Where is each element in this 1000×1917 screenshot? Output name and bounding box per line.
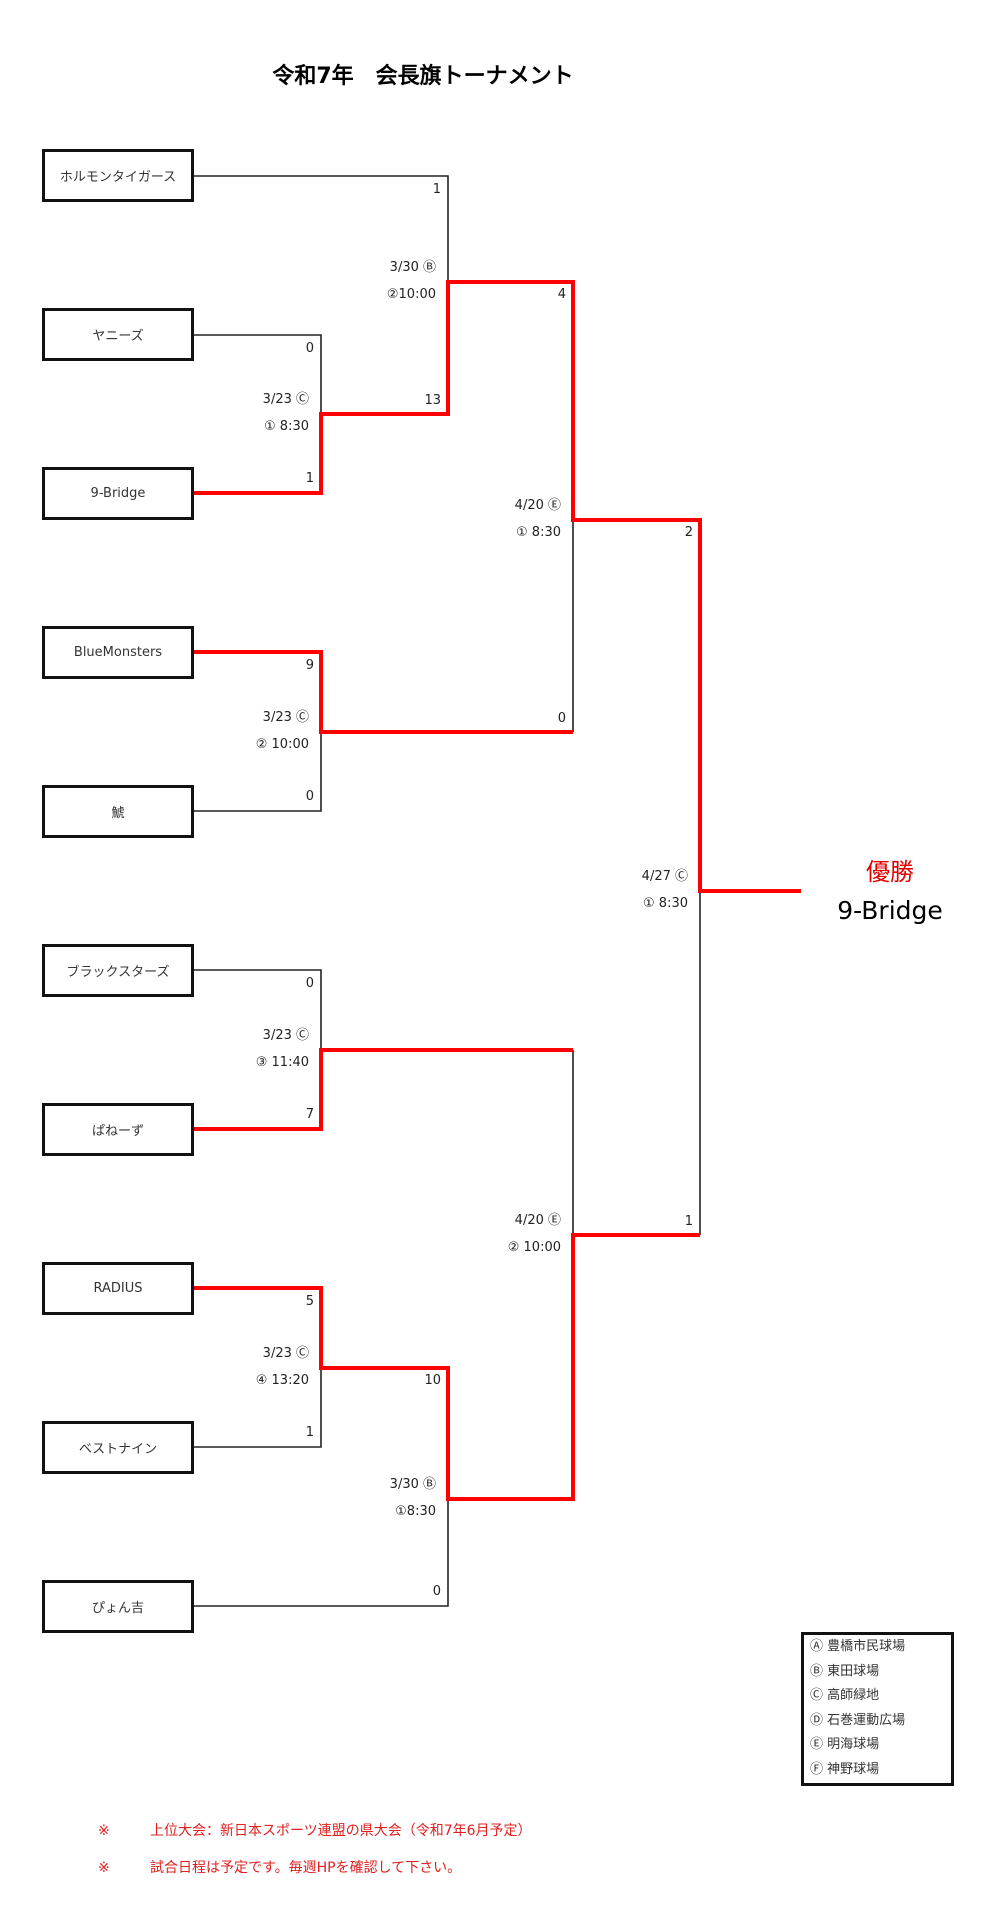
score: 9 <box>305 658 314 673</box>
score: 1 <box>432 182 441 197</box>
team-box: 鯱 <box>42 785 194 838</box>
match-date: 3/23 Ⓒ <box>262 1028 309 1043</box>
score: 0 <box>305 789 314 804</box>
match-date: 3/30 Ⓑ <box>389 260 436 275</box>
bracket-line <box>194 175 449 282</box>
note-mark: ※ <box>98 1860 110 1876</box>
note-mark: ※ <box>98 1823 110 1839</box>
team-name: ホルモンタイガース <box>59 170 177 185</box>
match-time: ①8:30 <box>395 1504 436 1519</box>
match-time: ③ 11:40 <box>255 1055 309 1070</box>
score: 1 <box>305 1425 314 1440</box>
champion-label: 優勝 <box>866 858 914 886</box>
match-time: ②10:00 <box>386 287 436 302</box>
team-name: 鯱 <box>111 806 125 821</box>
venue-item: Ⓔ 明海球場 <box>810 1737 880 1753</box>
winner-path <box>194 1048 573 1131</box>
team-box: ぴょん吉 <box>42 1580 194 1633</box>
score: 1 <box>684 1214 693 1229</box>
team-box: ヤニーズ <box>42 308 194 361</box>
score: 0 <box>305 976 314 991</box>
match-time: ① 8:30 <box>516 525 561 540</box>
match-date: 3/23 Ⓒ <box>262 710 309 725</box>
team-box: 9-Bridge <box>42 467 194 520</box>
note-text: 上位大会：新日本スポーツ連盟の県大会（令和7年6月予定） <box>150 1823 532 1839</box>
match-time: ① 8:30 <box>643 896 688 911</box>
team-name: ブラックスターズ <box>66 965 170 980</box>
score: 0 <box>432 1584 441 1599</box>
score: 10 <box>424 1373 441 1388</box>
winner-path <box>194 1233 700 1501</box>
bracket-line <box>194 334 322 414</box>
team-name: ぴょん吉 <box>91 1601 144 1616</box>
winner-path <box>194 650 573 734</box>
note-text: 試合日程は予定です。毎週HPを確認して下さい。 <box>150 1860 462 1876</box>
page-title: 令和7年 会長旗トーナメント <box>272 64 574 89</box>
team-name: ヤニーズ <box>92 329 144 344</box>
team-box: ぱねーず <box>42 1103 194 1156</box>
team-box: ホルモンタイガース <box>42 149 194 202</box>
match-date: 3/30 Ⓑ <box>389 1477 436 1492</box>
match-date: 4/20 Ⓔ <box>514 498 561 513</box>
bracket-line <box>194 969 322 1050</box>
winner-path <box>194 280 801 893</box>
score: 5 <box>305 1294 314 1309</box>
bracket-winner-lines <box>194 280 801 1501</box>
bracket-line <box>194 1499 449 1607</box>
venue-item: Ⓓ 石巻運動広場 <box>810 1712 906 1728</box>
note: ※ 試合日程は予定です。毎週HPを確認して下さい。 <box>98 1857 461 1877</box>
match-date: 3/23 Ⓒ <box>262 1346 309 1361</box>
match-time: ② 10:00 <box>507 1240 561 1255</box>
team-box: RADIUS <box>42 1262 194 1315</box>
venue-item: Ⓕ 神野球場 <box>810 1761 880 1777</box>
team-name: ベストナイン <box>78 1442 158 1457</box>
venue-item: Ⓒ 高師緑地 <box>810 1688 880 1704</box>
bracket-line <box>194 732 322 812</box>
score: 2 <box>684 525 693 540</box>
bracket-line <box>194 1368 322 1448</box>
score: 1 <box>305 471 314 486</box>
team-box: ベストナイン <box>42 1421 194 1474</box>
champion-team: 9-Bridge <box>837 896 943 925</box>
score: 4 <box>557 287 566 302</box>
score: 7 <box>305 1107 314 1122</box>
bracket-black-lines <box>194 175 701 1607</box>
score: 13 <box>424 393 441 408</box>
team-box: BlueMonsters <box>42 626 194 679</box>
score: 0 <box>305 341 314 356</box>
match-time: ① 8:30 <box>264 419 309 434</box>
venue-legend: Ⓐ 豊橋市民球場 Ⓑ 東田球場 Ⓒ 高師緑地 Ⓓ 石巻運動広場 Ⓔ 明海球場 Ⓕ… <box>801 1632 954 1786</box>
note: ※ 上位大会：新日本スポーツ連盟の県大会（令和7年6月予定） <box>98 1820 532 1840</box>
team-name: BlueMonsters <box>73 645 163 660</box>
match-date: 3/23 Ⓒ <box>262 392 309 407</box>
venue-item: Ⓑ 東田球場 <box>810 1663 880 1679</box>
match-date: 4/20 Ⓔ <box>514 1213 561 1228</box>
team-box: ブラックスターズ <box>42 944 194 997</box>
team-name: RADIUS <box>93 1281 143 1296</box>
venue-item: Ⓐ 豊橋市民球場 <box>810 1639 906 1654</box>
match-time: ② 10:00 <box>255 737 309 752</box>
team-name: 9-Bridge <box>90 486 146 501</box>
team-name: ぱねーず <box>91 1124 144 1139</box>
match-time: ④ 13:20 <box>255 1373 309 1388</box>
match-date: 4/27 Ⓒ <box>641 869 688 884</box>
score: 0 <box>557 711 566 726</box>
